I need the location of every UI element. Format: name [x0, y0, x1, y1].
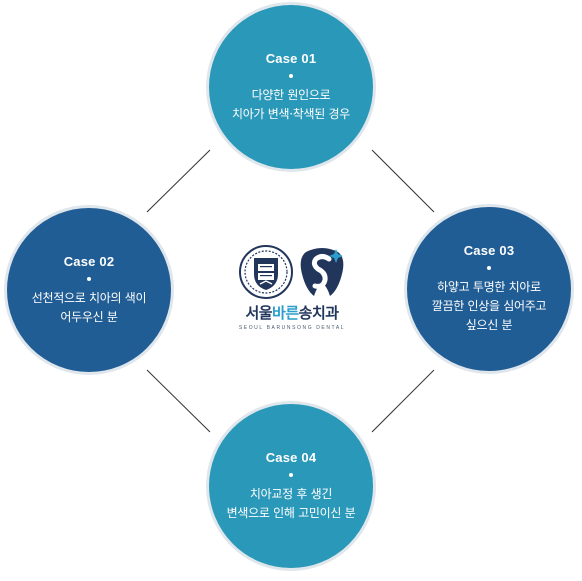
case-title: Case 02	[63, 253, 115, 269]
case-04-circle: Case 04 치아교정 후 생긴 변색으로 인해 고민이신 분	[206, 401, 376, 571]
case-title: Case 03	[463, 243, 515, 258]
case-02-circle: Case 02 선천적으로 치아의 색이 어두우신 분	[4, 205, 174, 375]
clinic-name-part1: 서울	[245, 304, 273, 322]
bullet-dot	[87, 276, 91, 281]
bullet-dot	[487, 266, 491, 270]
case-description: 다양한 원인으로 치아가 변색·착색된 경우	[232, 87, 350, 121]
tooth-logo-icon	[300, 248, 344, 296]
case-03-circle: Case 03 하얗고 투명한 치아로 깔끔한 인상을 심어주고 싶으신 분	[404, 204, 574, 374]
university-emblem-icon	[239, 245, 293, 299]
clinic-name-highlight: 바른	[272, 304, 299, 322]
case-title: Case 04	[265, 449, 317, 465]
case-description: 선천적으로 치아의 색이 어두우신 분	[31, 290, 147, 324]
clinic-name: 서울바른송치과	[226, 302, 358, 323]
case-description: 하얗고 투명한 치아로 깔끔한 인상을 심어주고 싶으신 분	[431, 280, 547, 332]
case-01-circle: Case 01 다양한 원인으로 치아가 변색·착색된 경우	[206, 2, 376, 172]
case-title: Case 01	[265, 50, 317, 66]
bullet-dot	[289, 73, 293, 78]
clinic-name-part2: 송치과	[298, 304, 339, 322]
case-description: 치아교정 후 생긴 변색으로 인해 고민이신 분	[226, 486, 356, 520]
clinic-logo: 서울바른송치과 SEOUL BARUNSONG DENTAL	[226, 240, 358, 350]
bullet-dot	[289, 472, 293, 477]
clinic-subtitle: SEOUL BARUNSONG DENTAL	[238, 325, 346, 331]
